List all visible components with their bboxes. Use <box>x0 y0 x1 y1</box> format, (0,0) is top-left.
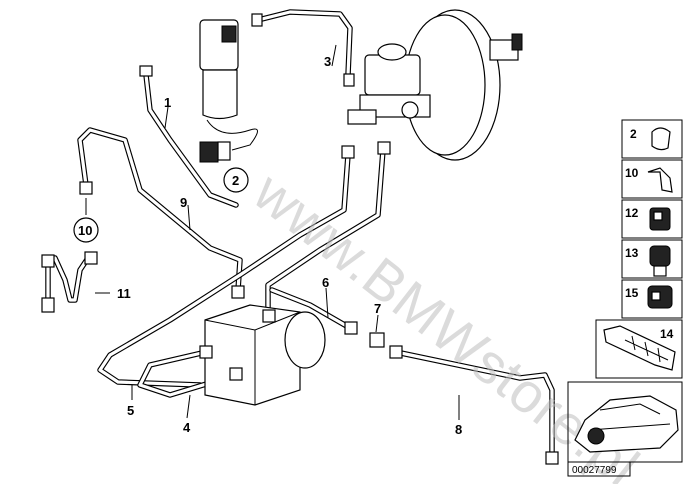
car-thumbnail <box>567 381 683 463</box>
side-item-label-2: 2 <box>630 127 637 141</box>
hydraulic-unit <box>204 304 326 406</box>
callout-2: 2 <box>232 173 239 188</box>
brake-pipes <box>45 9 555 458</box>
side-item-label-15: 15 <box>625 286 639 300</box>
side-item-label-13: 13 <box>625 246 639 260</box>
callout-4: 4 <box>183 420 191 435</box>
callout-8: 8 <box>455 422 462 437</box>
callout-9: 9 <box>180 195 187 210</box>
callout-1: 1 <box>164 95 171 110</box>
side-item-15: 15 <box>621 279 683 319</box>
callout-circle-10 <box>73 217 99 243</box>
side-panel: 2 10 12 13 15 <box>567 119 683 477</box>
leader-lines <box>85 44 460 420</box>
side-item-2: 2 <box>621 119 683 159</box>
side-item-10: 10 <box>621 159 683 199</box>
brake-booster <box>404 9 523 161</box>
callout-11: 11 <box>117 286 131 301</box>
fittings <box>41 13 559 465</box>
master-cylinder <box>347 43 431 125</box>
side-item-12: 12 <box>621 199 683 239</box>
callout-3: 3 <box>324 54 331 69</box>
callout-5: 5 <box>127 403 134 418</box>
side-item-14: 14 <box>595 319 683 379</box>
circled-callouts <box>73 167 249 243</box>
side-item-label-12: 12 <box>625 206 639 220</box>
side-item-13: 13 <box>621 239 683 279</box>
callout-10: 10 <box>78 223 92 238</box>
callout-6: 6 <box>322 275 329 290</box>
callout-7: 7 <box>374 301 381 316</box>
accumulator-assembly <box>199 19 258 163</box>
callout-circle-2 <box>223 167 249 193</box>
location-marker <box>587 427 605 445</box>
side-item-label-10: 10 <box>625 166 639 180</box>
diagram-code: 00027799 <box>572 465 617 476</box>
side-item-label-14: 14 <box>660 327 674 341</box>
